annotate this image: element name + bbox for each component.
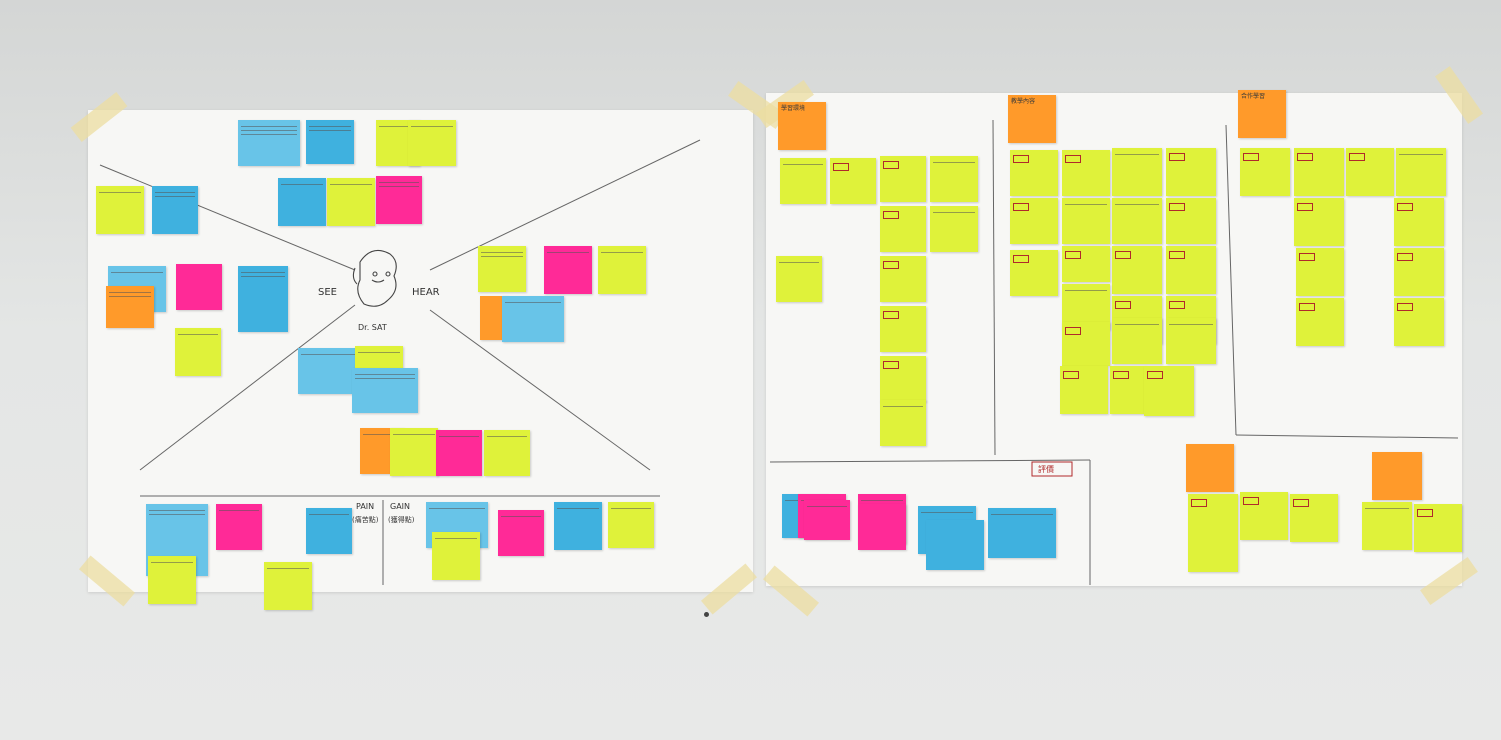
header-note: 合作學習 (1238, 90, 1286, 138)
sticky-note (1362, 502, 1412, 550)
sticky-note (1294, 148, 1344, 196)
sticky-note (926, 520, 984, 570)
sticky-note (1062, 198, 1110, 244)
sticky-note (376, 176, 422, 224)
sticky-note (152, 186, 198, 234)
sticky-note (175, 328, 221, 376)
sticky-note (216, 504, 262, 550)
sticky-note (1010, 198, 1058, 244)
sticky-note (1394, 248, 1444, 296)
face-sketch (352, 249, 397, 307)
sticky-note (804, 500, 850, 540)
sticky-note (1010, 150, 1058, 196)
sticky-note (1240, 148, 1290, 196)
sticky-note (1112, 198, 1162, 244)
sticky-note (776, 256, 822, 302)
sticky-note (598, 246, 646, 294)
sticky-note (484, 430, 530, 476)
sticky-note (264, 562, 312, 610)
pain-sub-label: (痛苦點) (352, 516, 379, 524)
sticky-note (498, 510, 544, 556)
header-note: 學習環境 (778, 102, 826, 150)
sticky-note (544, 246, 592, 294)
sticky-note (352, 368, 418, 413)
sticky-note (930, 156, 978, 202)
sticky-note (858, 504, 906, 550)
sticky-note (1062, 322, 1110, 366)
sticky-note (1060, 366, 1108, 414)
sticky-note (1112, 148, 1162, 196)
sticky-note (1188, 494, 1238, 572)
sticky-note (1296, 248, 1344, 296)
sticky-note (1166, 198, 1216, 244)
sticky-note (390, 428, 438, 476)
sticky-note (1110, 366, 1146, 414)
sticky-note (880, 206, 926, 252)
pushpin (704, 612, 709, 617)
sticky-note (306, 120, 354, 164)
sticky-note (1372, 452, 1422, 500)
sticky-note (1062, 150, 1110, 196)
bottom-tag-label: 評價 (1038, 465, 1054, 474)
see-label: SEE (318, 287, 337, 298)
sticky-note (1010, 250, 1058, 296)
sticky-note (1296, 298, 1344, 346)
sticky-note (408, 120, 456, 166)
sticky-note (1394, 298, 1444, 346)
sticky-note (238, 266, 288, 332)
sticky-note (1144, 366, 1194, 416)
sticky-note (1062, 246, 1110, 282)
sticky-note (988, 508, 1056, 558)
sticky-note (1294, 198, 1344, 246)
hear-label: HEAR (412, 287, 440, 298)
sticky-note (880, 306, 926, 352)
sticky-note (436, 430, 482, 476)
sticky-note (1414, 504, 1462, 552)
sticky-note (478, 246, 526, 292)
sticky-note (502, 296, 564, 342)
sticky-note (327, 178, 375, 226)
persona-name-label: Dr. SAT (358, 323, 387, 332)
sticky-note (1166, 246, 1216, 294)
sticky-note (432, 532, 480, 580)
sticky-note (1112, 318, 1162, 364)
sticky-note (1394, 198, 1444, 246)
sticky-note (880, 356, 926, 402)
sticky-note (1166, 318, 1216, 364)
sticky-note (880, 256, 926, 302)
sticky-note (176, 264, 222, 310)
sticky-note (96, 186, 144, 234)
sticky-note (930, 206, 978, 252)
sticky-note (608, 502, 654, 548)
sticky-note (1112, 246, 1162, 294)
sticky-note (1186, 444, 1234, 492)
pain-label: PAIN (356, 502, 375, 511)
sticky-note (780, 158, 826, 204)
gain-sub-label: (獲得點) (388, 516, 415, 524)
sticky-note (238, 120, 300, 166)
sticky-note (148, 556, 196, 604)
sticky-note (278, 178, 326, 226)
gain-label: GAIN (390, 502, 411, 511)
sticky-note (1240, 492, 1288, 540)
sticky-note (106, 286, 154, 328)
sticky-note (554, 502, 602, 550)
sticky-note (880, 400, 926, 446)
header-note: 教學內容 (1008, 95, 1056, 143)
sticky-note (830, 158, 876, 204)
sticky-note (1290, 494, 1338, 542)
sticky-note (306, 508, 352, 554)
header-label: 教學內容 (1011, 98, 1036, 105)
sticky-note (880, 156, 926, 202)
sticky-note (1346, 148, 1394, 196)
sticky-note (1396, 148, 1446, 196)
header-label: 合作學習 (1241, 93, 1266, 100)
sticky-note (298, 348, 358, 394)
sticky-note (1166, 148, 1216, 196)
header-label: 學習環境 (781, 105, 806, 112)
